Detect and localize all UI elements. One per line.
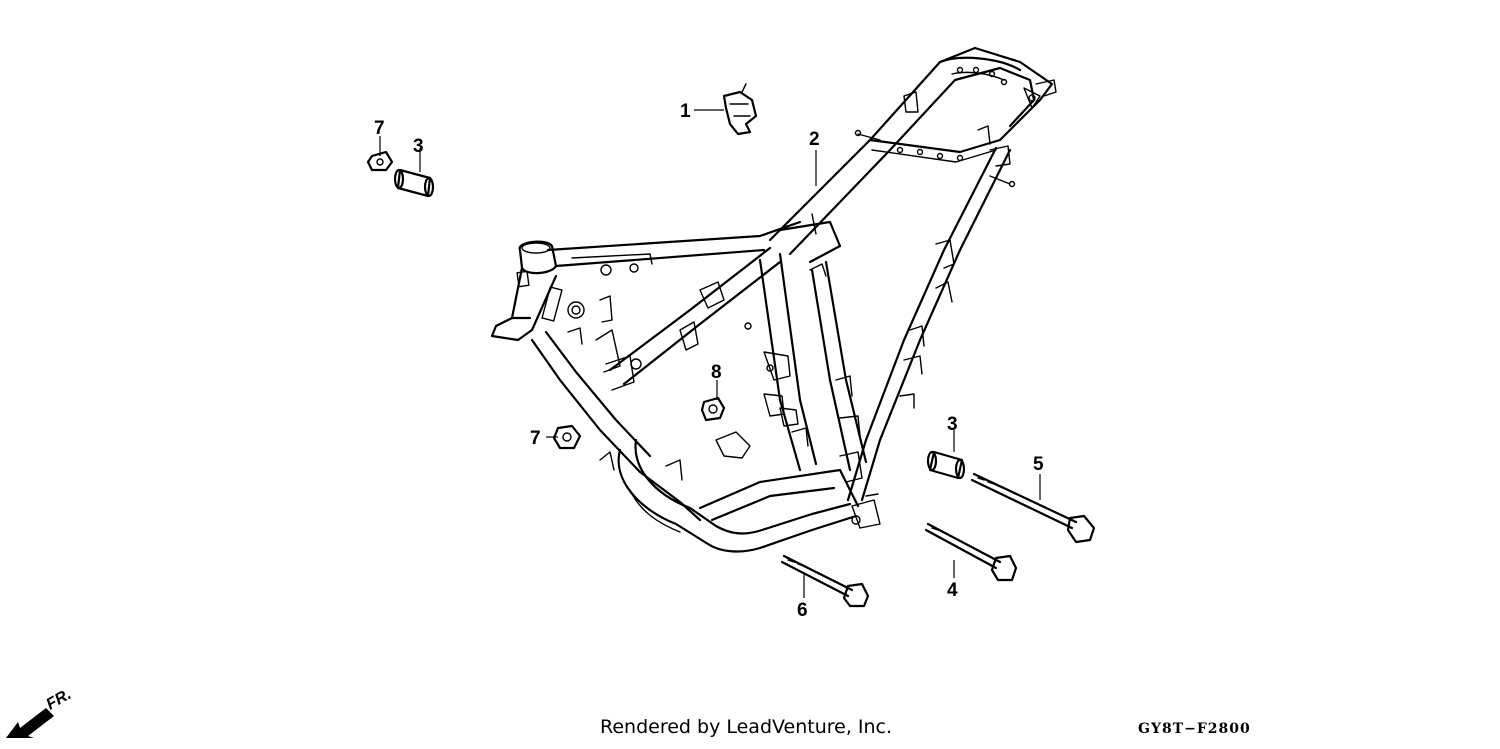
callout-3-lower: 3 [947,414,958,435]
part-6-bolt-illustration [780,554,870,608]
part-4-bolt-illustration [924,522,1018,582]
callout-2: 2 [809,129,820,150]
diagram-code: GY8T−F2800 [1138,721,1251,737]
part-3-collar-illustration-lower [926,450,966,480]
callout-6: 6 [797,600,808,621]
part-5-bolt-illustration [970,472,1096,544]
leader-lines [379,109,1041,598]
render-credit: Rendered by LeadVenture, Inc. [600,716,893,738]
callout-8: 8 [711,362,722,383]
callout-7-lower: 7 [530,428,541,449]
part-3-collar-illustration-upper [393,168,435,198]
part-7-nut-illustration-lower [552,424,582,450]
callout-1: 1 [680,101,691,122]
callout-4: 4 [947,580,958,601]
front-direction-label: FR. [44,686,75,714]
part-8-grommet-illustration [700,396,726,422]
frame-body-illustration [490,46,1057,553]
callout-7-upper: 7 [374,118,385,139]
part-7-nut-illustration-upper [366,150,394,172]
front-direction-arrow-icon: FR. [6,686,75,738]
part-1-clip-illustration [722,83,758,136]
callout-3-upper: 3 [413,136,424,157]
callout-5: 5 [1033,454,1044,475]
